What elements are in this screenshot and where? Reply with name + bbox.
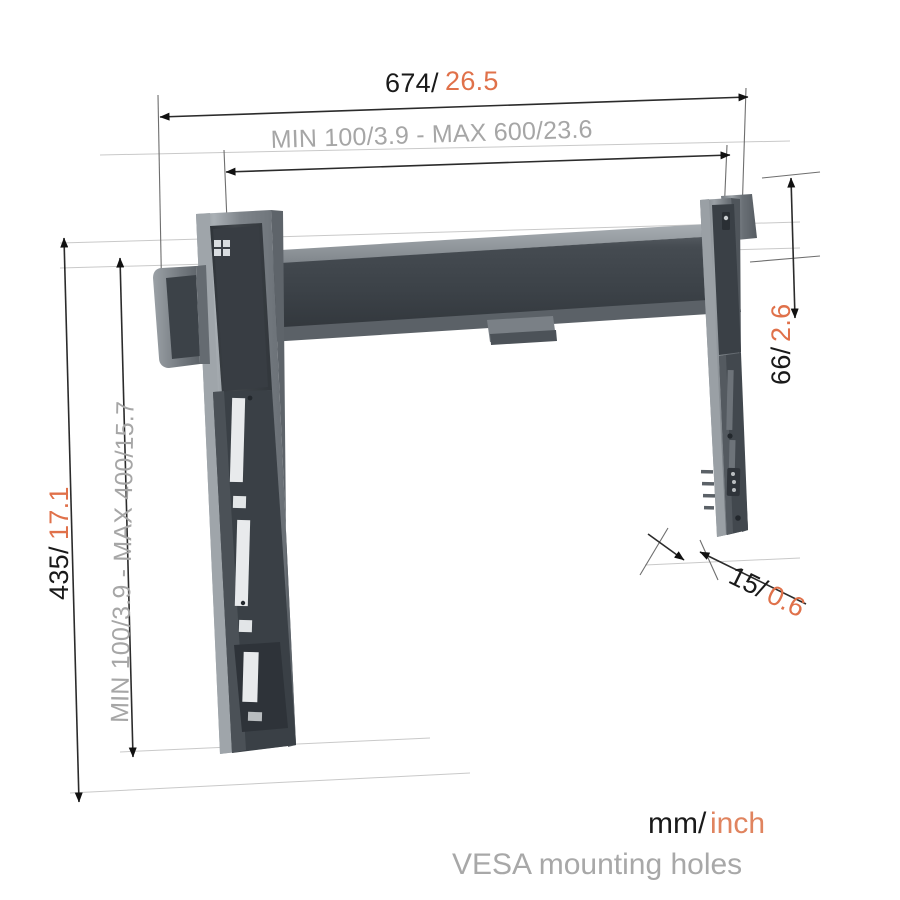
vesa-hole-marker-icon bbox=[214, 240, 230, 256]
dimension-depth-bottom: 15/ 0.6 bbox=[647, 533, 810, 623]
vesa-vertical-label: MIN 100/3.9 - MAX 400/15.7 bbox=[106, 401, 140, 723]
legend-units-inch: inch bbox=[710, 807, 765, 840]
height-total-mm-label: 435/ bbox=[44, 546, 74, 600]
dimension-height-total: 435/ 17.1 bbox=[44, 237, 83, 803]
tv-mount-bracket-illustration bbox=[153, 194, 757, 754]
width-total-mm-label: 674/ bbox=[385, 68, 439, 98]
vesa-horizontal-label: MIN 100/3.9 - MAX 600/23.6 bbox=[270, 115, 593, 154]
dimension-vesa-vertical: MIN 100/3.9 - MAX 400/15.7 bbox=[106, 257, 140, 758]
bracket-left-rail bbox=[196, 210, 296, 754]
height-total-inch-label: 17.1 bbox=[44, 486, 74, 540]
bracket-horizontal-bar bbox=[232, 223, 741, 345]
bracket-left-hook-tab bbox=[153, 265, 210, 368]
legend-block: mm/ inch VESA mounting holes bbox=[452, 807, 765, 881]
dimension-width-total: 674/ 26.5 bbox=[159, 66, 749, 121]
width-total-inch-label: 26.5 bbox=[445, 66, 499, 96]
legend-units-mm: mm/ bbox=[648, 807, 707, 840]
bracket-right-rail bbox=[700, 194, 757, 537]
depth-top-mm-label: 66/ bbox=[766, 346, 796, 385]
depth-top-inch-label: 2.6 bbox=[766, 304, 796, 342]
legend-vesa-note: VESA mounting holes bbox=[452, 848, 742, 881]
extension-lines bbox=[157, 87, 821, 581]
dimension-depth-top: 66/ 2.6 bbox=[766, 177, 799, 385]
